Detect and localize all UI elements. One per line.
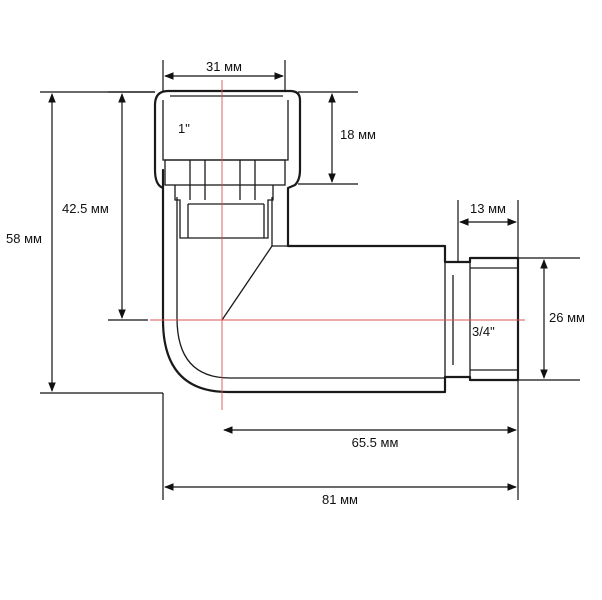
label-center-length: 65.5 мм: [352, 435, 399, 450]
dim-total-length: 81 мм: [162, 393, 517, 507]
fitting-body: [153, 89, 520, 394]
label-top-width: 31 мм: [206, 59, 242, 74]
label-side-length: 13 мм: [470, 201, 506, 216]
label-thread-side: 3/4": [472, 324, 495, 339]
centerlines: [150, 80, 525, 410]
dim-inner-height: 42.5 мм: [62, 91, 155, 321]
dim-total-height: 58 мм: [6, 91, 163, 394]
dim-top-depth: 18 мм: [298, 91, 376, 185]
label-total-length: 81 мм: [322, 492, 358, 507]
label-side-height: 26 мм: [549, 310, 585, 325]
label-inner-height: 42.5 мм: [62, 201, 109, 216]
dim-center-length: 65.5 мм: [223, 380, 519, 500]
dim-side-length: 13 мм: [457, 200, 519, 262]
label-thread-top: 1": [178, 121, 190, 136]
label-total-height: 58 мм: [6, 231, 42, 246]
dim-top-width: 31 мм: [162, 59, 286, 92]
label-top-depth: 18 мм: [340, 127, 376, 142]
dim-side-height: 26 мм: [518, 257, 585, 381]
